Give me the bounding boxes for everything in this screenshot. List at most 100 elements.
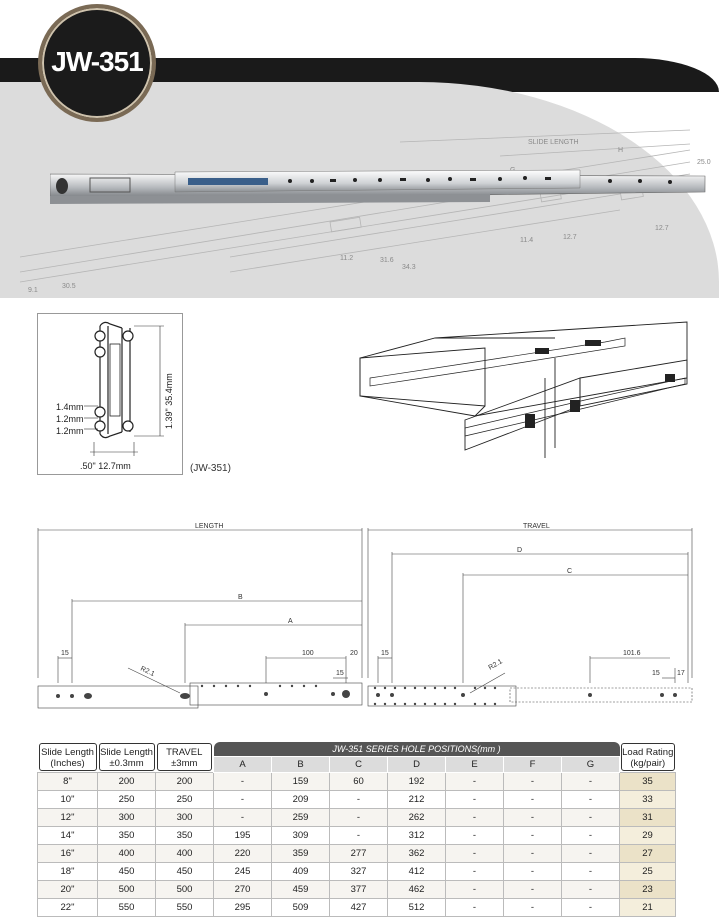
- cell-hole-e: -: [445, 826, 504, 845]
- cell-slide-length-inches: 18": [37, 862, 98, 881]
- profile-height-label: 1.39" 35.4mm: [164, 373, 174, 429]
- cell-hole-f: -: [503, 808, 562, 827]
- header-hole-c: C: [329, 755, 388, 774]
- cell-load-rating: 21: [619, 898, 676, 917]
- dim-101-6: 101.6: [623, 650, 641, 657]
- cell-slide-length-inches: 10": [37, 790, 98, 809]
- cell-slide-length-mm: 300: [97, 808, 156, 827]
- cell-hole-f: -: [503, 862, 562, 881]
- profile-thickness-2: 1.2mm: [56, 414, 84, 424]
- cell-hole-b: 459: [271, 880, 330, 899]
- dim-15-d: 15: [652, 670, 660, 677]
- dimension-drawing: LENGTH TRAVEL D C B A 15 100 20 15 15 10…: [37, 523, 693, 709]
- drawer-isometric-drawing: [359, 321, 688, 458]
- cell-travel: 300: [155, 808, 214, 827]
- hero-label-12-7a: 12.7: [655, 225, 669, 232]
- cell-hole-d: 192: [387, 772, 446, 791]
- dim-b: B: [238, 594, 243, 601]
- cell-travel: 450: [155, 862, 214, 881]
- model-badge-text: JW-351: [51, 46, 143, 77]
- cell-hole-c: -: [329, 790, 388, 809]
- dim-15-c: 15: [381, 650, 389, 657]
- hero-banner: SLIDE LENGTH H G 25.0 12.7 11.4 12.7 31.…: [0, 0, 719, 298]
- header-hole-f: F: [503, 755, 562, 774]
- dim-15-b: 15: [336, 670, 344, 677]
- cell-travel: 350: [155, 826, 214, 845]
- hero-label-11-4: 11.4: [520, 237, 533, 244]
- cell-hole-a: 270: [213, 880, 272, 899]
- cell-hole-d: 262: [387, 808, 446, 827]
- cell-hole-g: -: [561, 898, 620, 917]
- cell-hole-a: -: [213, 772, 272, 791]
- hero-label-34-3: 34.3: [402, 264, 416, 271]
- cell-hole-f: -: [503, 898, 562, 917]
- cell-hole-g: -: [561, 808, 620, 827]
- hero-label-12-7b: 12.7: [563, 234, 577, 241]
- cell-travel: 400: [155, 844, 214, 863]
- cell-hole-a: 195: [213, 826, 272, 845]
- hero-label-9-1: 9.1: [28, 287, 38, 294]
- hero-label-25: 25.0: [697, 159, 711, 166]
- dim-r2-1-b: R2.1: [488, 658, 504, 672]
- cell-load-rating: 29: [619, 826, 676, 845]
- profile-thickness-3: 1.2mm: [56, 426, 84, 436]
- cell-hole-b: 309: [271, 826, 330, 845]
- hero-label-31-6: 31.6: [380, 257, 394, 264]
- header-hole-a: A: [213, 755, 272, 774]
- header-slide-length-inches: Slide Length (Inches): [38, 743, 97, 771]
- cell-slide-length-mm: 350: [97, 826, 156, 845]
- cell-hole-c: 277: [329, 844, 388, 863]
- cell-hole-b: 409: [271, 862, 330, 881]
- cell-hole-b: 159: [271, 772, 330, 791]
- cell-hole-d: 312: [387, 826, 446, 845]
- cell-slide-length-mm: 500: [97, 880, 156, 899]
- cell-hole-c: -: [329, 808, 388, 827]
- cell-hole-a: 295: [213, 898, 272, 917]
- cell-load-rating: 33: [619, 790, 676, 809]
- cell-hole-d: 362: [387, 844, 446, 863]
- cell-load-rating: 27: [619, 844, 676, 863]
- dim-r2-1-a: R2.1: [139, 665, 155, 678]
- cell-hole-c: 427: [329, 898, 388, 917]
- cell-hole-e: -: [445, 844, 504, 863]
- dim-d: D: [517, 547, 522, 554]
- cell-hole-c: 60: [329, 772, 388, 791]
- header-hole-e: E: [445, 755, 504, 774]
- cell-slide-length-inches: 20": [37, 880, 98, 899]
- cell-hole-c: 327: [329, 862, 388, 881]
- cell-load-rating: 35: [619, 772, 676, 791]
- cell-slide-length-mm: 250: [97, 790, 156, 809]
- cell-slide-length-mm: 450: [97, 862, 156, 881]
- cell-hole-f: -: [503, 772, 562, 791]
- profile-width-label: .50" 12.7mm: [80, 461, 131, 471]
- spec-table: Slide Length (Inches) Slide Length ±0.3m…: [37, 742, 676, 917]
- cell-slide-length-mm: 200: [97, 772, 156, 791]
- cell-hole-e: -: [445, 772, 504, 791]
- cell-hole-e: -: [445, 898, 504, 917]
- cell-travel: 550: [155, 898, 214, 917]
- cell-hole-g: -: [561, 862, 620, 881]
- dim-17: 17: [677, 670, 685, 677]
- cell-slide-length-inches: 14": [37, 826, 98, 845]
- dim-a: A: [288, 618, 293, 625]
- header-slide-length-mm: Slide Length ±0.3mm: [98, 743, 155, 771]
- cell-hole-b: 359: [271, 844, 330, 863]
- dim-c: C: [567, 568, 572, 575]
- hero-label-h: H: [618, 147, 623, 154]
- cell-hole-a: 220: [213, 844, 272, 863]
- profile-cross-section: 1.39" 35.4mm .50" 12.7mm 1.4mm 1.2mm 1.2…: [37, 313, 183, 475]
- cell-slide-length-mm: 400: [97, 844, 156, 863]
- cell-hole-g: -: [561, 790, 620, 809]
- cell-travel: 200: [155, 772, 214, 791]
- header-travel: TRAVEL ±3mm: [156, 743, 212, 771]
- cell-hole-a: 245: [213, 862, 272, 881]
- header-hole-positions: JW-351 SERIES HOLE POSITIONS(mm ): [213, 742, 620, 757]
- hero-technical-drawing: SLIDE LENGTH H G 25.0 12.7 11.4 12.7 31.…: [19, 129, 711, 294]
- header-hole-b: B: [271, 755, 330, 774]
- cell-slide-length-inches: 22": [37, 898, 98, 917]
